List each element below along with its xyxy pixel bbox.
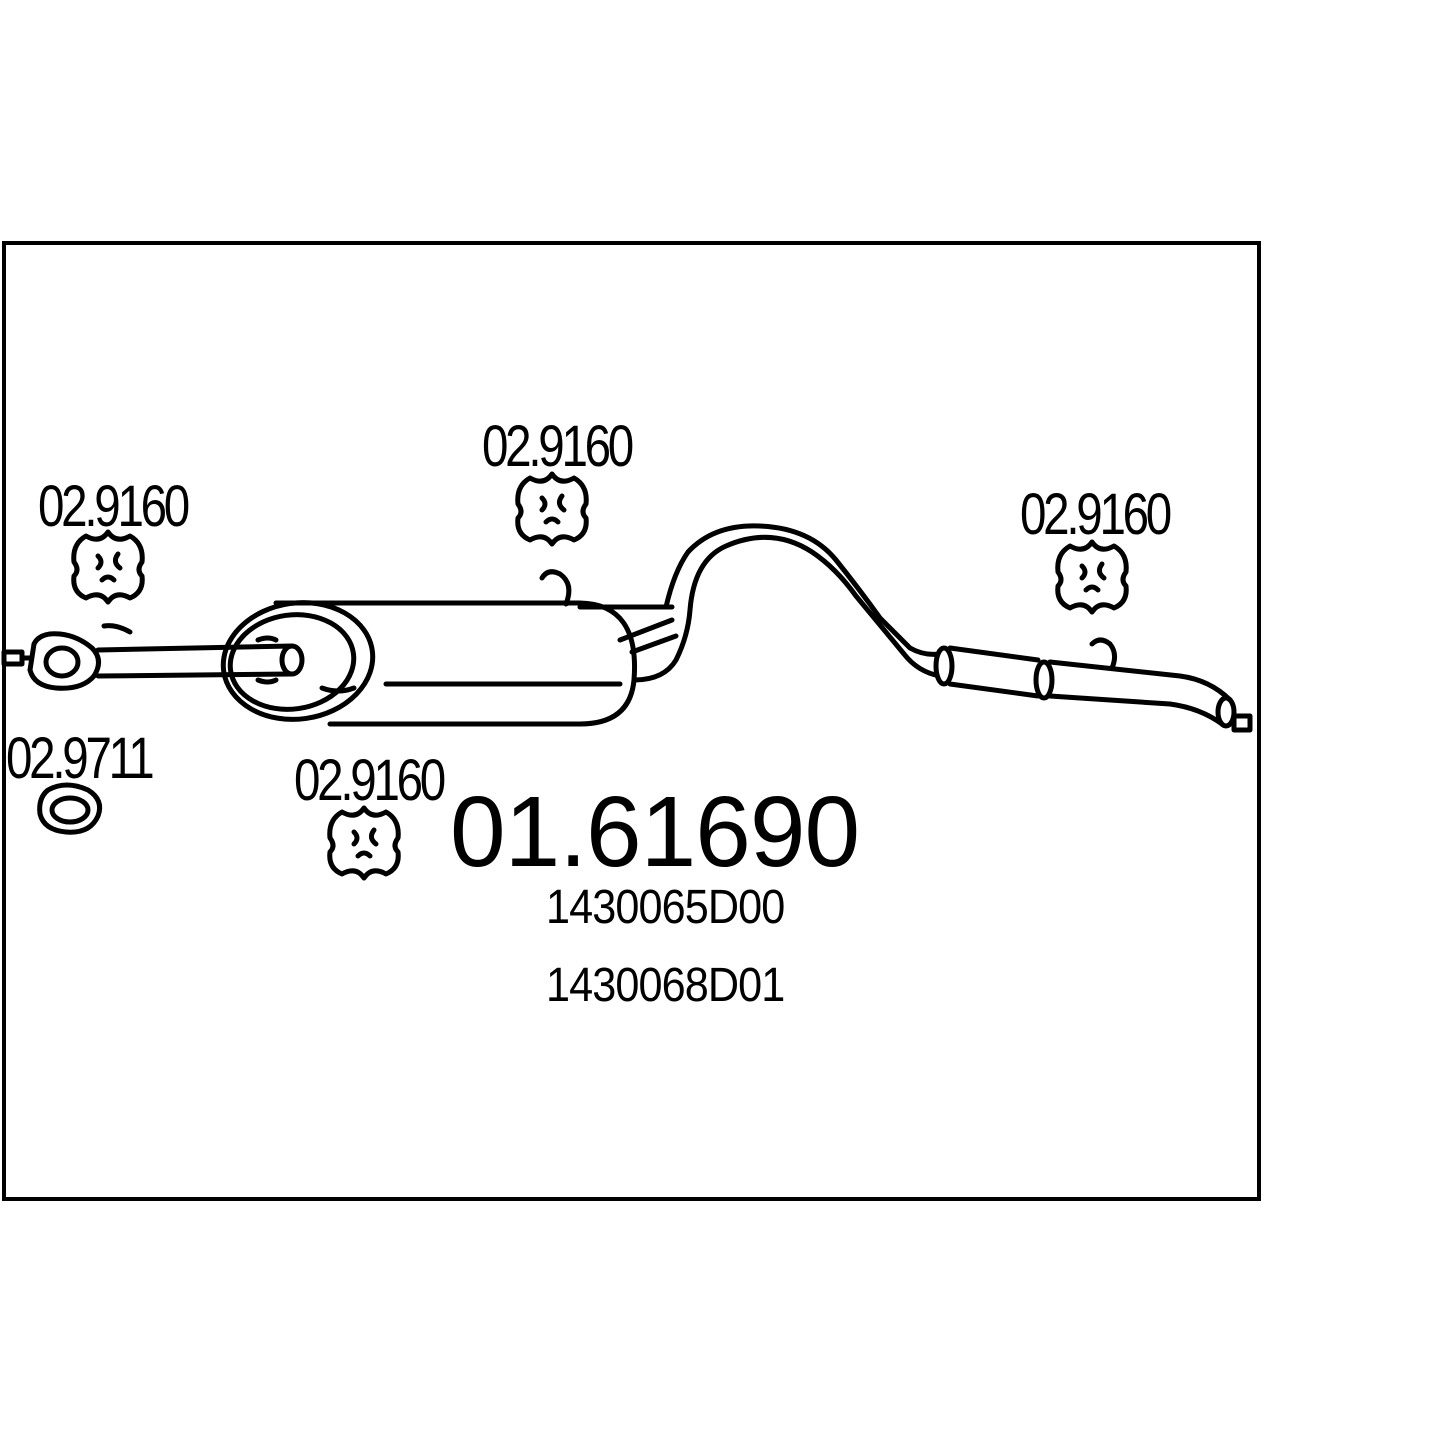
oem-number-2: 1430068D01 (546, 959, 785, 1012)
rear-silencer (220, 600, 638, 727)
part-label-hanger-top-right: 02.9160 (1020, 482, 1172, 547)
inlet-pipe (95, 643, 305, 679)
rubber-hanger-icon (515, 471, 589, 547)
front-flange (1, 631, 101, 691)
oem-number-1: 1430065D00 (546, 881, 785, 934)
hook-tail (1089, 637, 1118, 671)
outlet-pipe (577, 523, 1253, 733)
rubber-hanger-icon (327, 805, 401, 881)
gasket-ring-icon (37, 782, 103, 835)
rubber-hanger-icon (1055, 539, 1129, 615)
diagram-frame (2, 241, 1261, 1201)
hook-muffler-bottom (319, 685, 357, 694)
hook-muffler-top (539, 569, 572, 607)
part-label-hanger-top-center: 02.9160 (482, 414, 634, 479)
rubber-hanger-icon (71, 529, 145, 605)
part-label-hanger-bottom-center: 02.9160 (294, 748, 446, 813)
part-label-gasket: 02.9711 (6, 726, 155, 791)
hook-left (101, 623, 133, 635)
part-label-hanger-top-left: 02.9160 (38, 474, 190, 539)
main-part-number: 01.61690 (450, 776, 860, 888)
